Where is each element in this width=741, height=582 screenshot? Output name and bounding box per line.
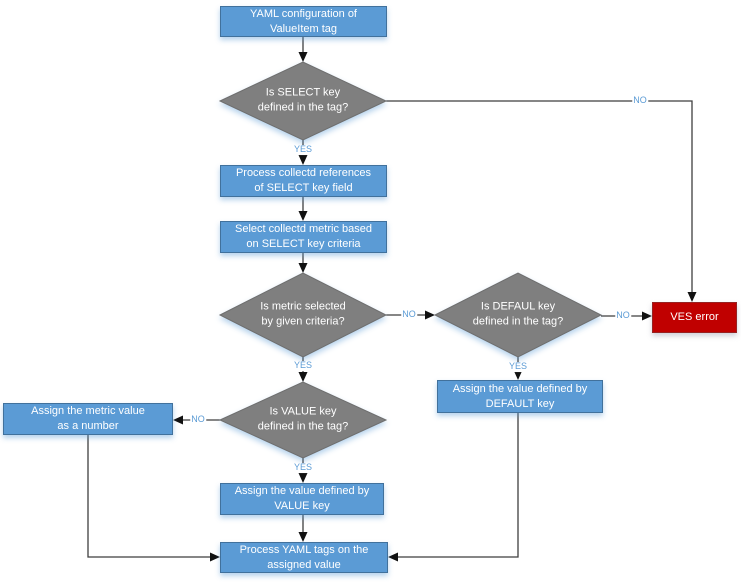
- arrowhead: [298, 473, 308, 483]
- decision-value-key-shape: [218, 381, 388, 459]
- node-select-collectd-metric: Select collectd metric based on SELECT k…: [220, 221, 387, 253]
- branch-label-default-yes: YES: [507, 361, 529, 372]
- node-assign-metric-number: Assign the metric value as a number: [3, 403, 173, 435]
- branch-label-value-yes: YES: [292, 462, 314, 473]
- branch-label-select-yes: YES: [292, 144, 314, 155]
- connector-select-no-to-ves: [386, 100, 697, 302]
- arrowhead: [298, 532, 308, 542]
- node-process-yaml-tags: Process YAML tags on the assigned value: [220, 542, 388, 573]
- arrowhead: [210, 552, 220, 562]
- node-assign-value-key-label: Assign the value defined by VALUE key: [234, 485, 370, 512]
- node-process-collectd-references: Process collectd references of SELECT ke…: [220, 165, 387, 197]
- decision-default-key-shape: [433, 272, 603, 358]
- branch-label-metric-no: NO: [401, 309, 417, 320]
- node-process-yaml-tags-label: Process YAML tags on the assigned value: [239, 543, 369, 571]
- branch-label-select-no: NO: [632, 95, 648, 106]
- connector-line: [386, 100, 693, 293]
- branch-label-metric-yes: YES: [292, 360, 314, 371]
- node-assign-default-value: Assign the value defined by DEFAULT key: [437, 380, 603, 413]
- branch-label-value-no: NO: [190, 414, 206, 425]
- connector-line: [87, 435, 211, 558]
- node-assign-metric-number-label: Assign the metric value as a number: [31, 405, 145, 432]
- arrowhead: [513, 370, 523, 380]
- arrowhead: [298, 211, 308, 221]
- arrowhead: [388, 552, 398, 562]
- node-start: YAML configuration of ValueItem tag: [220, 6, 387, 37]
- decision-metric-selected-shape: [218, 272, 388, 358]
- arrowhead: [687, 292, 697, 302]
- node-ves-error-label: VES error: [670, 311, 719, 324]
- node-ves-error: VES error: [652, 302, 737, 333]
- arrowhead: [298, 263, 308, 273]
- arrowhead: [298, 155, 308, 165]
- arrowhead: [425, 310, 435, 320]
- node-assign-value-key: Assign the value defined by VALUE key: [220, 483, 384, 515]
- connector-metric-to-dmetric: [298, 253, 308, 273]
- connector-refs-to-metric: [298, 197, 308, 221]
- connector-pnumber-to-process: [87, 435, 220, 562]
- connector-pdefault-to-process: [388, 413, 519, 562]
- node-select-collectd-metric-label: Select collectd metric based on SELECT k…: [235, 223, 372, 250]
- arrowhead: [642, 311, 652, 321]
- node-assign-default-value-label: Assign the value defined by DEFAULT key: [452, 382, 588, 410]
- decision-select-key-shape: [218, 61, 388, 141]
- node-process-collectd-references-label: Process collectd references of SELECT ke…: [235, 167, 372, 194]
- connector-line: [397, 413, 519, 558]
- branch-label-default-no: NO: [615, 310, 631, 321]
- node-start-label: YAML configuration of ValueItem tag: [249, 7, 357, 35]
- arrowhead: [298, 52, 308, 62]
- connector-pvalue-to-process: [298, 515, 308, 542]
- connector-start-to-select: [298, 37, 308, 62]
- arrowhead: [173, 415, 183, 425]
- arrowhead: [298, 372, 308, 382]
